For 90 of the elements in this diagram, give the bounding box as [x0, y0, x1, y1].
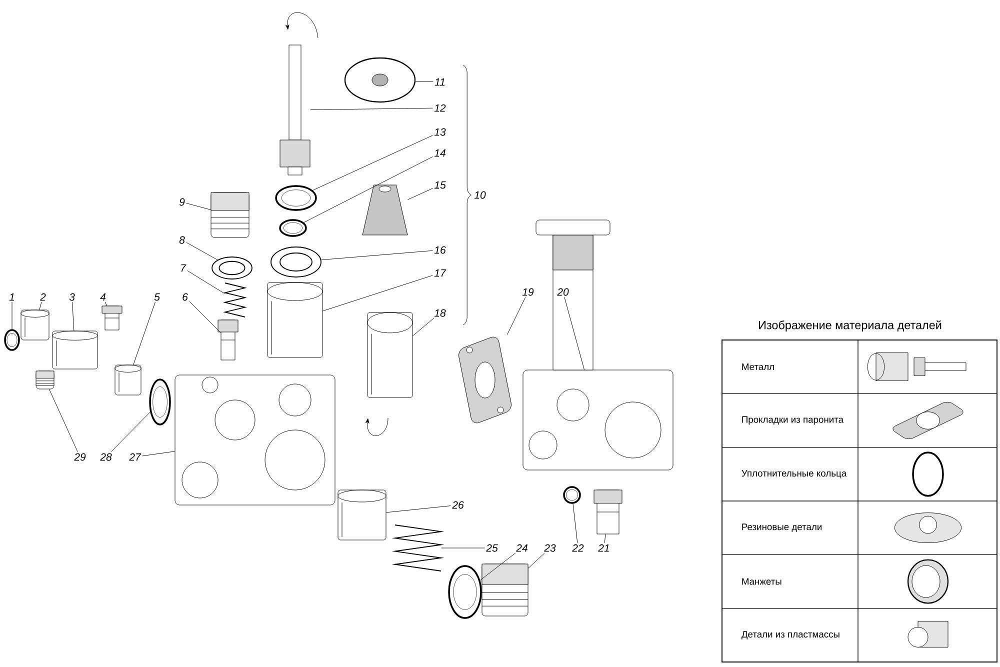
- sleeve-drawing: [20, 310, 50, 340]
- callout-number: 22: [572, 544, 584, 552]
- callout-number: 3: [69, 293, 75, 301]
- leader-line: [186, 202, 212, 210]
- o-ring-drawing: [448, 565, 482, 619]
- callout-number: 29: [74, 453, 86, 461]
- callout-number: 4: [100, 293, 106, 301]
- leader-line: [322, 275, 433, 312]
- callout-number: 11: [434, 78, 445, 86]
- callout-number: 27: [129, 453, 142, 461]
- callout-number: 24: [516, 544, 528, 552]
- callout-number: 28: [100, 453, 112, 461]
- sleeve-drawing: [114, 364, 142, 396]
- leader-line: [48, 389, 78, 452]
- legend-label: Металл: [742, 364, 774, 370]
- leader-line: [310, 108, 433, 110]
- leader-line: [133, 302, 156, 365]
- callout-number: 8: [179, 236, 185, 244]
- legend-title: Изображение материала деталей: [759, 320, 942, 332]
- callout-number: 23: [544, 544, 556, 552]
- callout-number: 13: [434, 128, 446, 136]
- legend-label: Манжеты: [742, 578, 782, 585]
- plug-drawing: [36, 370, 54, 390]
- leader-line: [304, 156, 433, 223]
- sleeve-drawing: [338, 490, 386, 540]
- plug-drawing: [482, 564, 528, 616]
- washer-drawing: [212, 256, 252, 280]
- callout-number: 25: [486, 544, 498, 552]
- bolt-drawing: [218, 320, 238, 360]
- spring-drawing: [392, 524, 444, 572]
- leader-line: [386, 506, 451, 513]
- callout-number: 1: [9, 293, 14, 301]
- leader-line: [312, 135, 433, 191]
- leader-line: [187, 270, 226, 294]
- leader-line: [604, 534, 606, 544]
- callout-number: 26: [452, 501, 464, 509]
- leader-line: [506, 296, 526, 335]
- callout-number: 14: [434, 149, 446, 157]
- leader-line: [321, 250, 433, 260]
- bolt-drawing: [102, 306, 122, 330]
- sleeve-drawing: [267, 282, 323, 358]
- leader-line: [412, 318, 434, 336]
- callout-number: 21: [598, 544, 609, 552]
- leader-line: [415, 80, 434, 82]
- valve-body-drawing: [174, 374, 336, 506]
- o-ring-drawing: [149, 378, 171, 426]
- callout-number: 5: [154, 293, 160, 301]
- disc-drawing: [344, 57, 416, 103]
- callout-number: 9: [179, 198, 185, 206]
- leader-line: [104, 302, 107, 306]
- leader-line: [189, 301, 222, 333]
- callout-number: 19: [522, 288, 534, 296]
- o-ring-drawing: [279, 219, 307, 237]
- callout-number: 2: [40, 293, 46, 301]
- gasket-drawing: [458, 336, 512, 424]
- bolt-drawing: [594, 490, 622, 534]
- callout-number: 10: [474, 191, 486, 199]
- leader-line: [480, 552, 516, 580]
- callout-number: 17: [434, 269, 446, 277]
- leader-line: [528, 552, 545, 569]
- callout-number: 7: [181, 264, 186, 272]
- o-ring-drawing: [563, 486, 581, 504]
- leader-line: [110, 412, 150, 452]
- leader-line: [186, 242, 218, 260]
- washer-drawing: [270, 246, 322, 278]
- callout-number: 15: [434, 181, 446, 189]
- leader-line: [39, 302, 42, 310]
- legend-label: Прокладки из паронита: [742, 416, 844, 425]
- sleeve-drawing: [52, 330, 98, 370]
- spring-drawing: [223, 282, 247, 318]
- leader-line: [72, 302, 74, 331]
- o-ring-drawing: [4, 329, 20, 351]
- leader-line: [142, 451, 176, 456]
- leader-line: [408, 188, 433, 200]
- callout-number: 18: [434, 309, 446, 317]
- plug-drawing: [210, 192, 250, 238]
- leader-line: [572, 504, 578, 544]
- filter-drawing: [362, 184, 408, 236]
- callout-number: 12: [434, 104, 446, 112]
- callout-number: 16: [434, 246, 446, 254]
- plunger-drawing: [280, 44, 310, 176]
- legend-label: Уплотнительные кольца: [742, 470, 847, 478]
- callout-number: 20: [557, 288, 569, 296]
- pump-body-drawing: [522, 370, 674, 470]
- o-ring-drawing: [275, 185, 317, 211]
- callout-number: 6: [182, 293, 188, 301]
- sleeve-drawing: [367, 312, 413, 398]
- legend-label: Резиновые детали: [742, 524, 822, 532]
- legend-label: Детали из пластмассы: [741, 631, 840, 640]
- leader-line: [564, 296, 585, 370]
